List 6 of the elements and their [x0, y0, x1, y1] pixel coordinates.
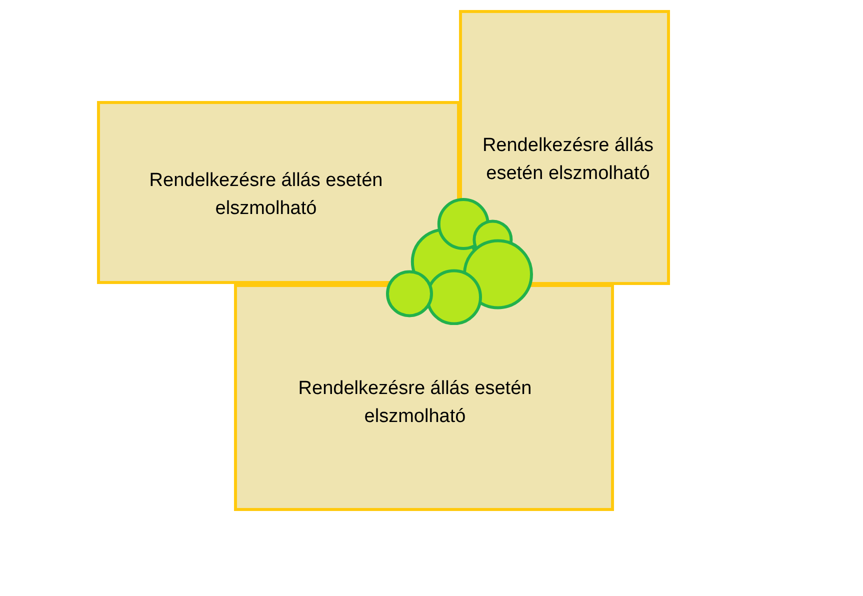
description-text: Rendelkezésre állás esetén elszmolható: [481, 134, 655, 186]
info-panel: [234, 284, 614, 511]
description-text: Rendelkezésre állás esetén elszmolható: [148, 169, 384, 221]
info-panel: [459, 10, 670, 285]
info-panel: [97, 101, 460, 284]
description-text: Rendelkezésre állás esetén elszmolható: [297, 377, 533, 429]
